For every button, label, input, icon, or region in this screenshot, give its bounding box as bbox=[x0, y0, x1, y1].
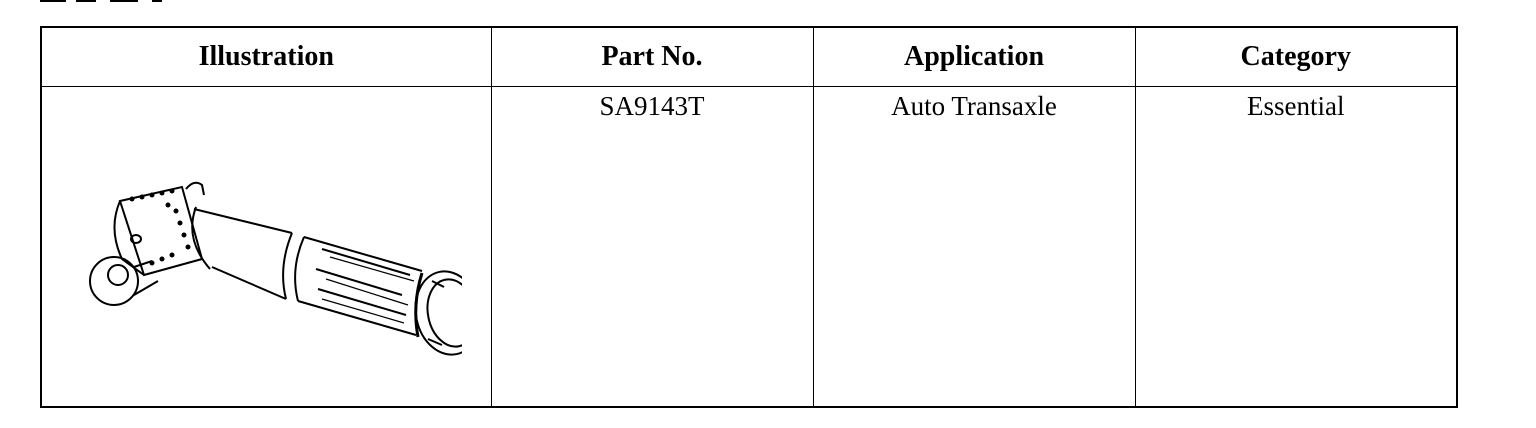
header-part-no: Part No. bbox=[490, 26, 814, 87]
header-application: Application bbox=[812, 26, 1136, 87]
part-no-value: SA9143T bbox=[599, 91, 705, 121]
table-row: SA9143T Auto Transaxle Essential bbox=[40, 86, 1458, 408]
illustration-cell bbox=[40, 86, 492, 408]
cropped-heading-fragment bbox=[40, 0, 170, 4]
application-value: Auto Transaxle bbox=[891, 91, 1057, 121]
special-tool-table: Illustration Part No. Application Catego… bbox=[40, 26, 1458, 408]
category-value: Essential bbox=[1247, 91, 1345, 121]
transaxle-tool-icon bbox=[89, 181, 462, 356]
part-no-cell: SA9143T bbox=[490, 86, 814, 408]
category-cell: Essential bbox=[1134, 86, 1458, 408]
header-illustration: Illustration bbox=[40, 26, 492, 87]
table-header-row: Illustration Part No. Application Catego… bbox=[40, 26, 1458, 87]
header-category: Category bbox=[1134, 26, 1458, 87]
application-cell: Auto Transaxle bbox=[812, 86, 1136, 408]
